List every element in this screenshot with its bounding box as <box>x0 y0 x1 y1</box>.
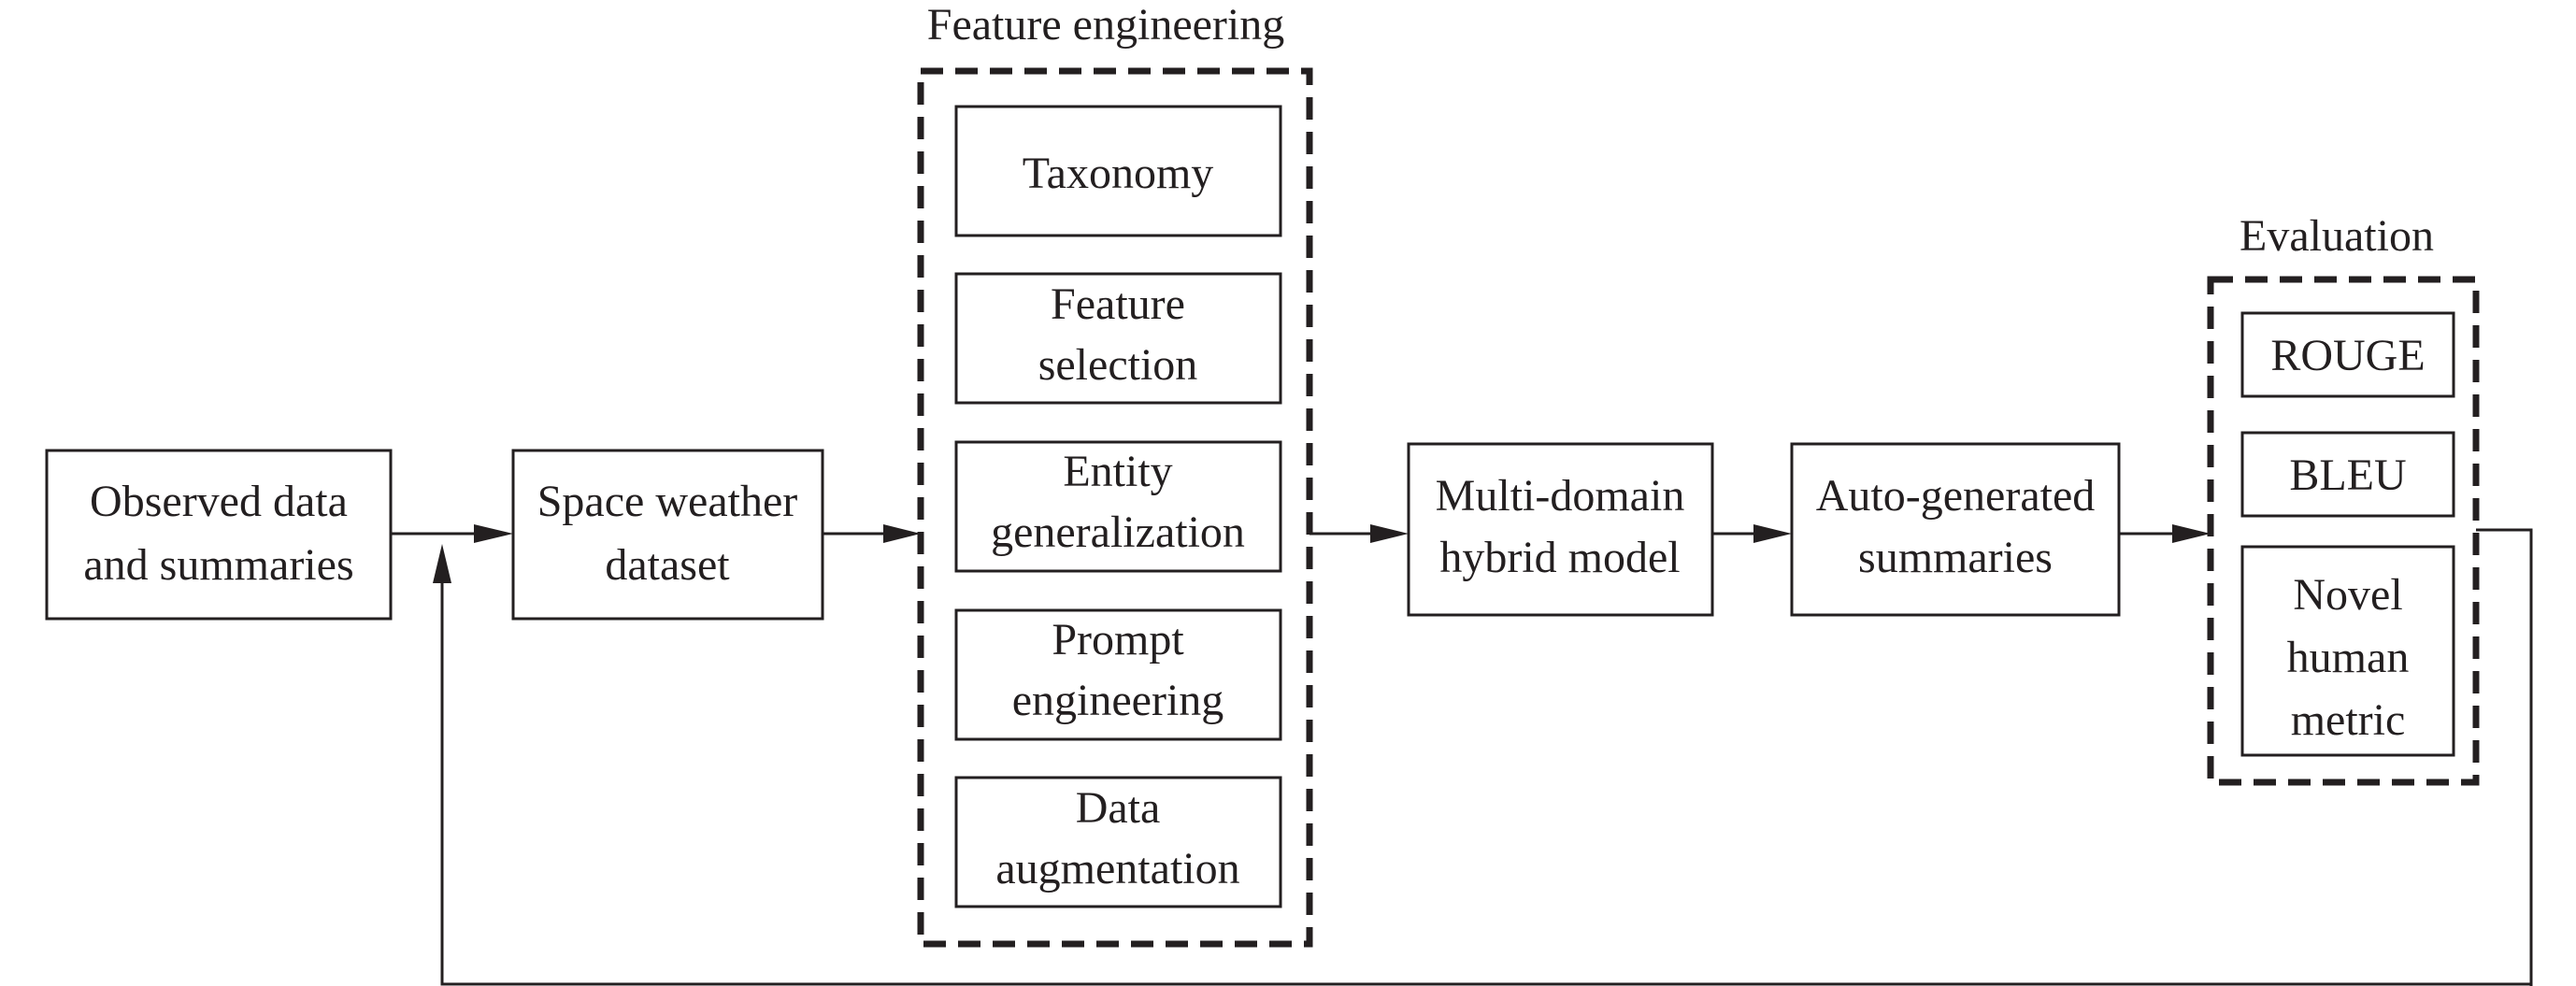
evaluation-group <box>2207 276 2480 786</box>
feature-selection-node: Feature selection <box>954 272 1282 405</box>
node-label: Multi-domain <box>1436 471 1685 521</box>
node-label: Space weather <box>537 477 798 526</box>
node-label: generalization <box>991 507 1245 557</box>
node-label: and summaries <box>83 540 353 590</box>
node-label: dataset <box>605 540 730 590</box>
node-label: summaries <box>1858 533 2053 582</box>
arrow-dataset-to-feature-engineering <box>823 524 921 543</box>
human-metric-node: Novel human metric <box>2240 545 2455 757</box>
node-label: engineering <box>1012 676 1224 725</box>
observed-data-node: Observed data and summaries <box>45 449 393 621</box>
node-label: Auto-generated <box>1816 471 2096 521</box>
feature-engineering-group <box>917 67 1313 948</box>
node-label: metric <box>2291 695 2406 745</box>
entity-generalization-node: Entity generalization <box>954 440 1282 573</box>
arrow-model-to-summaries <box>1712 524 1792 543</box>
node-label: Prompt <box>1052 615 1184 664</box>
node-label: Feature <box>1051 279 1185 329</box>
node-label: Data <box>1076 783 1161 833</box>
node-label: Novel <box>2293 570 2402 620</box>
feature-engineering-title: Feature engineering <box>927 0 1285 50</box>
node-label: BLEU <box>2289 450 2406 500</box>
hybrid-model-node: Multi-domain hybrid model <box>1407 442 1714 617</box>
evaluation-title: Evaluation <box>2240 211 2434 261</box>
bleu-node: BLEU <box>2240 431 2455 518</box>
taxonomy-node: Taxonomy <box>954 105 1282 237</box>
arrow-summaries-to-evaluation <box>2119 524 2211 543</box>
node-label: Taxonomy <box>1023 149 1214 198</box>
node-label: selection <box>1038 340 1198 390</box>
space-weather-dataset-node: Space weather dataset <box>511 449 824 621</box>
arrow-observed-to-dataset <box>391 524 513 543</box>
node-label: Entity <box>1063 447 1172 496</box>
arrow-feedback-loop <box>433 528 2533 986</box>
auto-generated-summaries-node: Auto-generated summaries <box>1790 442 2121 617</box>
node-label: human <box>2287 633 2410 682</box>
node-label: augmentation <box>995 844 1239 893</box>
node-label: Observed data <box>90 477 348 526</box>
rouge-node: ROUGE <box>2240 311 2455 398</box>
arrow-feature-engineering-to-model <box>1309 524 1409 543</box>
node-label: hybrid model <box>1439 533 1680 582</box>
data-augmentation-node: Data augmentation <box>954 776 1282 908</box>
node-label: ROUGE <box>2270 331 2425 380</box>
prompt-engineering-node: Prompt engineering <box>954 608 1282 741</box>
